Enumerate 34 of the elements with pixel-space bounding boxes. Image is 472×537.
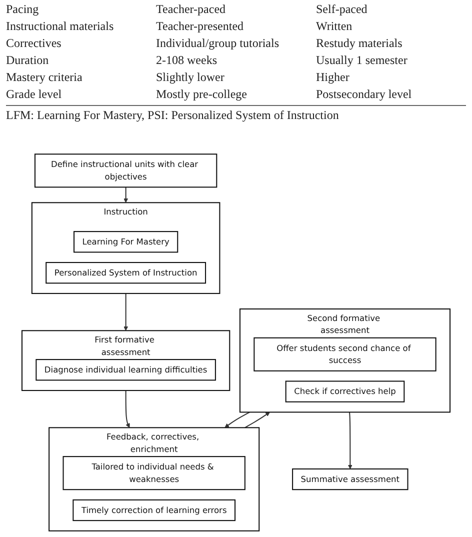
- node-box: Tailored to individual needs & weaknesses: [62, 456, 246, 490]
- table-note: LFM: Learning For Mastery, PSI: Personalized System of Instruction: [6, 108, 339, 122]
- node-box: Define instructional units with clear objectives: [34, 154, 218, 188]
- arrow: [124, 187, 128, 203]
- table-cell-text: Individual/group tutorials: [156, 36, 280, 51]
- node-box: Learning For Mastery: [74, 231, 178, 253]
- arrow: [124, 293, 128, 331]
- table-cell-text: Teacher-paced: [156, 2, 227, 17]
- row-header: Correctives: [6, 36, 62, 51]
- table-cell-text: Teacher-presented: [156, 19, 245, 34]
- arrow: [125, 390, 130, 428]
- node-box: Diagnose individual learning difficulties: [36, 359, 216, 381]
- arrow: [348, 412, 352, 470]
- node-box: Personalized System of Instruction: [46, 262, 206, 284]
- table-cell-text: 2-108 weeks: [156, 53, 218, 68]
- arrow: [244, 412, 270, 428]
- node-box: Offer students second chance of success: [254, 337, 436, 372]
- node-box: Check if correctives help: [285, 380, 405, 402]
- table-cell-text: Postsecondary level: [316, 87, 413, 102]
- row-header: Grade level: [6, 87, 63, 102]
- table-cell-text: Usually 1 semester: [316, 53, 408, 68]
- row-header: Mastery criteria: [6, 70, 84, 85]
- table-cell-text: Restudy materials: [316, 36, 404, 51]
- table-cell-text: Self-paced: [316, 2, 368, 17]
- table-cell-text: Slightly lower: [156, 70, 226, 85]
- node-box: Summative assessment: [292, 468, 408, 490]
- arrow: [224, 412, 250, 428]
- row-header: Instructional materials: [6, 19, 115, 34]
- table-cell-text: Higher: [316, 70, 350, 85]
- row-header: Duration: [6, 53, 50, 68]
- node-box: Timely correction of learning errors: [72, 499, 236, 522]
- table-cell-text: Written: [316, 19, 354, 34]
- row-header: Pacing: [6, 2, 40, 17]
- table-cell-text: Mostly pre-college: [156, 87, 248, 102]
